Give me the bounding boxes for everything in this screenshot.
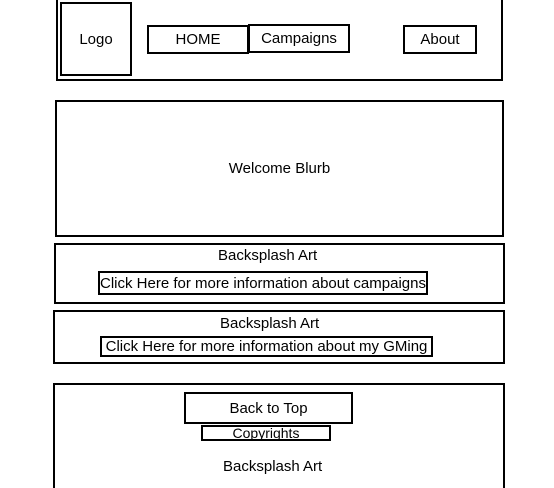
campaigns-section-backsplash-art: Backsplash Art (218, 247, 318, 264)
gming-info-link[interactable]: Click Here for more information about my… (100, 336, 433, 357)
copyrights-label: Copyrights (201, 425, 331, 441)
welcome-blurb: Welcome Blurb (55, 100, 504, 237)
nav-about-button[interactable]: About (403, 25, 477, 54)
gming-section-backsplash-art: Backsplash Art (220, 315, 320, 332)
nav-campaigns-button[interactable]: Campaigns (248, 24, 350, 53)
campaigns-info-link[interactable]: Click Here for more information about ca… (98, 271, 428, 295)
logo[interactable]: Logo (60, 2, 132, 76)
nav-home-button[interactable]: HOME (147, 25, 249, 54)
footer-backsplash-art: Backsplash Art (223, 458, 323, 475)
back-to-top-button[interactable]: Back to Top (184, 392, 353, 424)
